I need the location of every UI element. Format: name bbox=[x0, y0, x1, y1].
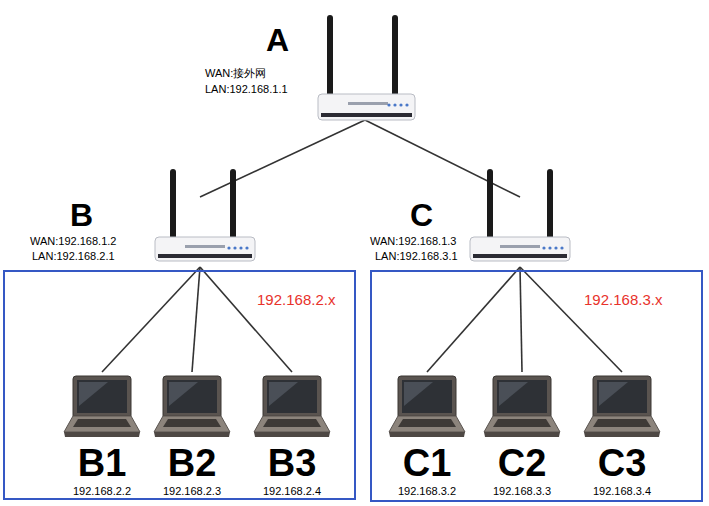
router-light bbox=[548, 246, 551, 249]
router-logo bbox=[348, 102, 388, 105]
laptop-name: C3 bbox=[572, 444, 672, 482]
laptop-icon bbox=[64, 376, 140, 437]
network-cable bbox=[200, 120, 365, 197]
laptop-ip: 192.168.3.3 bbox=[472, 485, 572, 497]
router-antenna bbox=[487, 169, 493, 241]
network-cable bbox=[520, 267, 522, 372]
router-light bbox=[399, 103, 402, 106]
laptop-node: C1 192.168.3.2 bbox=[377, 372, 477, 500]
network-cable bbox=[102, 267, 200, 372]
laptop-icon bbox=[389, 376, 465, 437]
network-cable bbox=[200, 267, 292, 372]
laptop-icon bbox=[584, 376, 660, 437]
laptop-node: C2 192.168.3.3 bbox=[472, 372, 572, 500]
laptop-name: B3 bbox=[242, 444, 342, 482]
router-antenna bbox=[170, 169, 176, 241]
laptop-node: B1 192.168.2.2 bbox=[52, 372, 152, 500]
laptop-node: C3 192.168.3.4 bbox=[572, 372, 672, 500]
laptop-ip: 192.168.3.2 bbox=[377, 485, 477, 497]
router-light bbox=[239, 246, 242, 249]
wan-label: WAN:接外网 bbox=[205, 67, 266, 79]
subnet-frame: 192.168.2.xB1 192.168.2.2 B2 192.168.2.3B3 1… bbox=[3, 270, 356, 500]
lan-address: LAN:192.168.1.1 bbox=[205, 83, 288, 95]
router-light bbox=[542, 246, 545, 249]
router-body bbox=[318, 94, 415, 120]
laptop-name: C1 bbox=[377, 444, 477, 482]
router-light bbox=[387, 103, 390, 106]
network-cable bbox=[427, 267, 520, 372]
subnet-label: 192.168.3.x bbox=[584, 292, 662, 309]
network-cable bbox=[365, 120, 520, 197]
laptop-ip: 192.168.2.3 bbox=[142, 485, 242, 497]
wan-address: WAN:192.168.1.2 bbox=[30, 235, 116, 247]
router-light bbox=[245, 246, 248, 249]
laptop-icon bbox=[154, 376, 230, 437]
router-antenna bbox=[547, 169, 553, 241]
laptop-ip: 192.168.2.2 bbox=[52, 485, 152, 497]
router-port-strip bbox=[158, 254, 252, 258]
router-letter: A bbox=[266, 24, 289, 56]
router-antenna bbox=[230, 169, 236, 241]
network-cable bbox=[192, 267, 200, 372]
router-body bbox=[470, 237, 570, 261]
router-node: C WAN:192.168.1.3LAN:192.168.3.1 bbox=[365, 197, 595, 267]
router-letter: C bbox=[410, 199, 433, 231]
network-cable bbox=[520, 267, 622, 372]
router-light bbox=[393, 103, 396, 106]
router-port-strip bbox=[321, 113, 412, 117]
laptop-ip: 192.168.2.4 bbox=[242, 485, 342, 497]
router-logo bbox=[185, 245, 225, 248]
laptop-ip: 192.168.3.4 bbox=[572, 485, 672, 497]
laptop-name: C2 bbox=[472, 444, 572, 482]
router-light bbox=[405, 103, 408, 106]
router-port-strip bbox=[473, 254, 567, 258]
router-light bbox=[227, 246, 230, 249]
laptop-icon bbox=[484, 376, 560, 437]
subnet-label: 192.168.2.x bbox=[257, 292, 335, 309]
laptop-name: B1 bbox=[52, 444, 152, 482]
subnet-frame: 192.168.3.xC1 192.168.3.2 C2 192.168.3.3C3 1… bbox=[370, 270, 703, 502]
router-letter: B bbox=[70, 199, 93, 231]
router-body bbox=[155, 237, 255, 261]
router-node: AWAN:接外网 LAN:192.168.1.1 bbox=[200, 22, 422, 120]
router-light bbox=[554, 246, 557, 249]
lan-address: LAN:192.168.3.1 bbox=[375, 250, 458, 262]
router-light bbox=[560, 246, 563, 249]
router-logo bbox=[500, 245, 540, 248]
wan-address: WAN:192.168.1.3 bbox=[370, 235, 456, 247]
laptop-node: B2 192.168.2.3 bbox=[142, 372, 242, 500]
laptop-node: B3 192.168.2.4 bbox=[242, 372, 342, 500]
laptop-icon bbox=[254, 376, 330, 437]
router-antenna bbox=[392, 15, 398, 98]
router-node: B WAN:192.168.1.2LAN:192.168.2.1 bbox=[30, 197, 260, 267]
router-antenna bbox=[327, 15, 333, 98]
laptop-name: B2 bbox=[142, 444, 242, 482]
router-light bbox=[233, 246, 236, 249]
lan-address: LAN:192.168.2.1 bbox=[32, 250, 115, 262]
